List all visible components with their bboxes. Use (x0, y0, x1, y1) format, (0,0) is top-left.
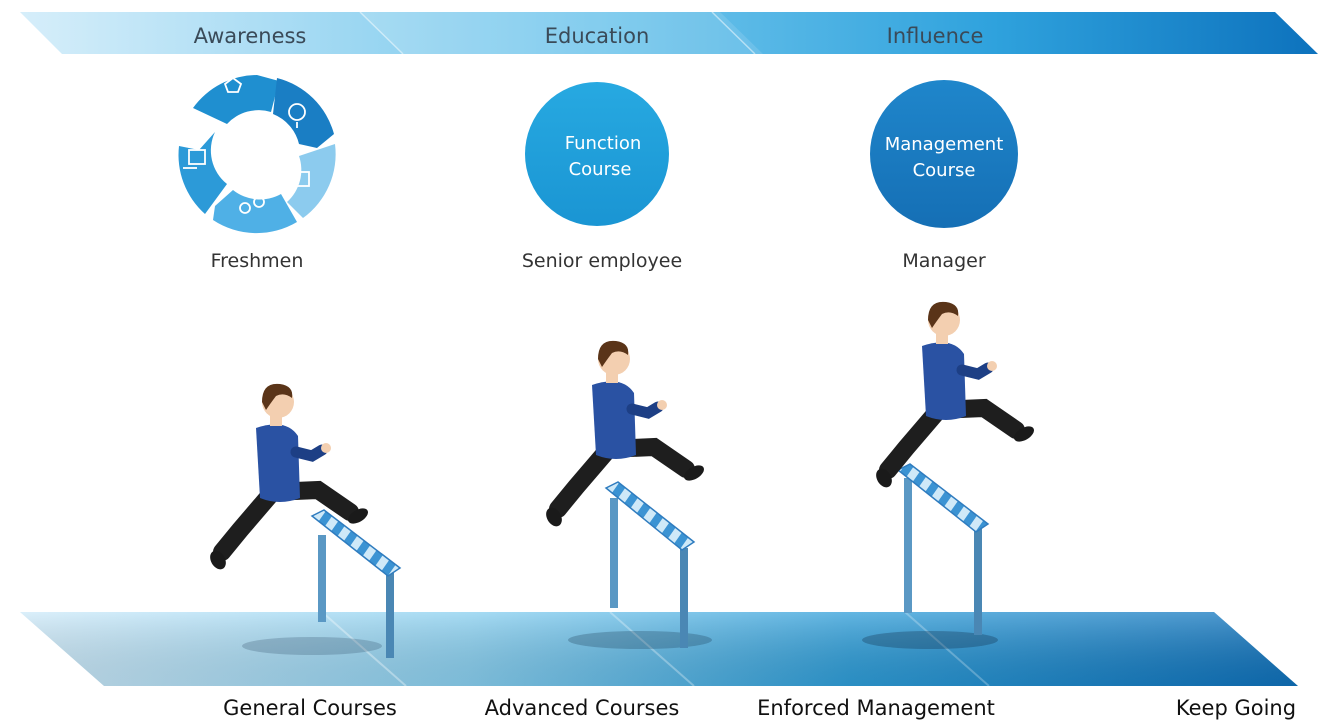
runner-shadow-3 (862, 631, 998, 649)
management-course-label-line1: Management (885, 134, 1004, 155)
milestone-general-courses: General Courses (223, 696, 397, 720)
runner-shadow-2 (568, 631, 712, 649)
training-cycle-icon (178, 75, 336, 234)
phase-label-education: Education (545, 24, 650, 48)
runner-figure-1 (210, 383, 368, 570)
phase-label-awareness: Awareness (194, 24, 307, 48)
phase-band (20, 11, 1318, 55)
function-course-label-line2: Course (569, 159, 632, 180)
management-course-label-line2: Course (913, 160, 976, 181)
milestone-enforced-management: Enforced Management (757, 696, 995, 720)
hurdle-1 (310, 509, 402, 658)
runner-figure-2 (546, 340, 704, 527)
function-course-label-line1: Function (565, 133, 642, 154)
runner-figure-3 (876, 301, 1034, 488)
role-label-senior-employee: Senior employee (522, 250, 682, 272)
hurdle-3 (896, 463, 990, 635)
function-course-circle (525, 82, 669, 226)
role-label-freshmen: Freshmen (211, 250, 304, 272)
runner-shadow-1 (242, 637, 382, 655)
hurdle-2 (604, 481, 696, 648)
management-course-circle (870, 80, 1018, 228)
milestone-keep-going: Keep Going (1176, 696, 1296, 720)
phase-label-influence: Influence (887, 24, 984, 48)
track-floor (20, 611, 1298, 687)
role-label-manager: Manager (902, 250, 985, 272)
milestone-advanced-courses: Advanced Courses (485, 696, 680, 720)
